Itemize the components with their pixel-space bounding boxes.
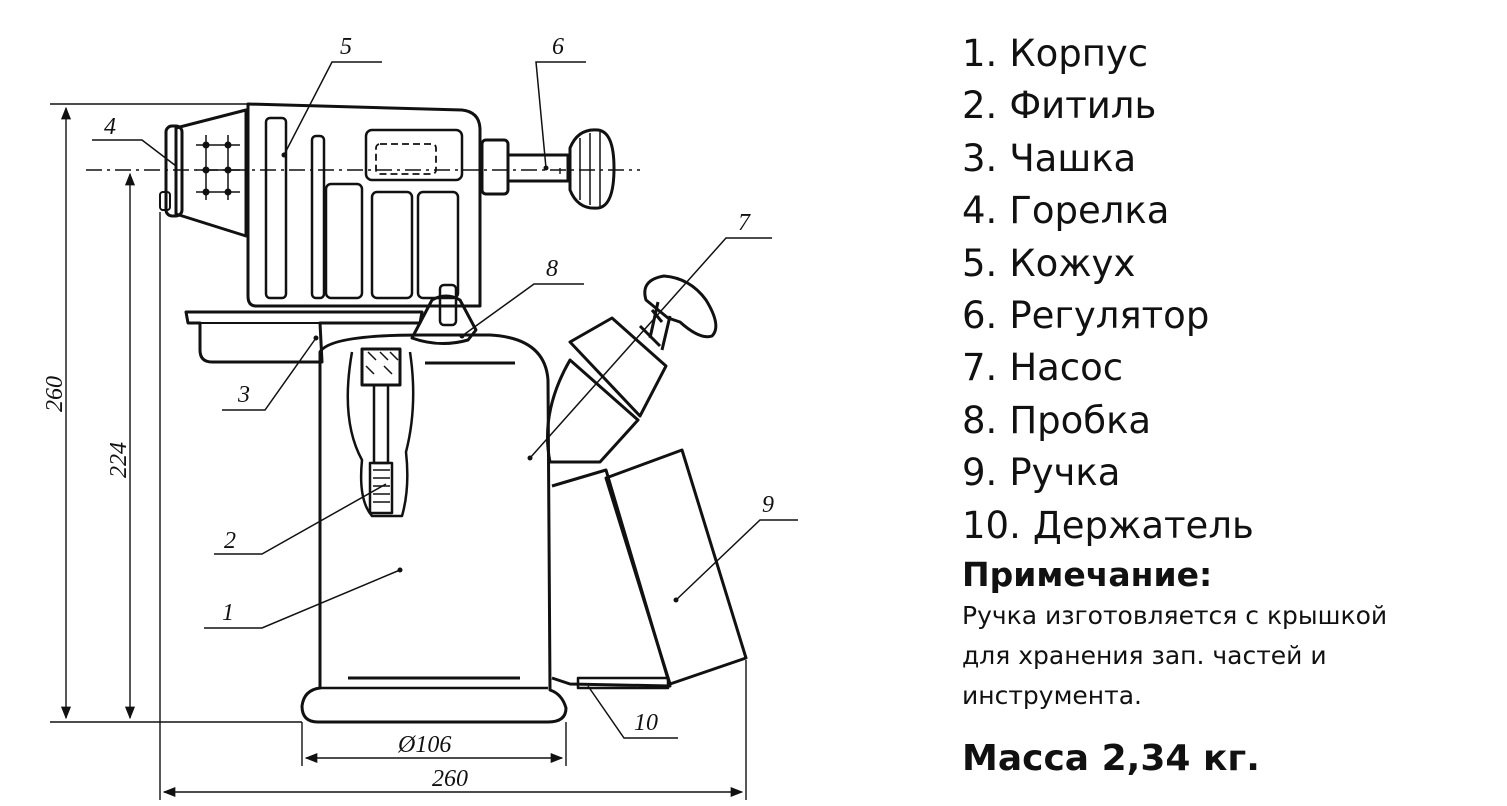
dim-base-diameter: Ø106 [397, 732, 451, 758]
shroud-shape [246, 102, 482, 308]
blowtorch-drawing: 1 2 3 4 5 6 7 8 9 10 260 224 Ø106 260 [42, 34, 798, 800]
note-line-1: Ручка изготовляется с крышкой [962, 601, 1388, 631]
callout-10: 10 [634, 710, 658, 736]
part-item-5: 5.Кожух [962, 238, 1502, 290]
part-number: 9. [962, 451, 998, 495]
regulator-stem [506, 153, 570, 183]
part-name: Фитиль [1009, 84, 1157, 128]
pump-head [568, 316, 668, 418]
part-number: 4. [962, 189, 998, 233]
leader-lines [92, 61, 798, 739]
callout-1: 1 [222, 600, 234, 626]
part-item-7: 7.Насос [962, 342, 1502, 394]
handle-shape [604, 448, 748, 686]
callout-9: 9 [762, 492, 774, 518]
parts-legend: 1. Корпус 2.Фитиль 3.Чашка 4.Горелка 5.Ко… [962, 28, 1502, 779]
regulator-nut [480, 138, 510, 196]
dim-total-width: 260 [432, 766, 468, 792]
callout-2: 2 [224, 528, 236, 554]
part-name: Пробка [1009, 398, 1152, 442]
part-name: Держатель [1032, 503, 1254, 547]
callout-6: 6 [552, 34, 564, 60]
part-number: 2. [962, 84, 998, 128]
note-title: Примечание: [962, 555, 1213, 595]
callout-8: 8 [546, 256, 558, 282]
mass-value: Масса 2,34 кг. [962, 738, 1260, 780]
dim-burner-height: 224 [106, 442, 132, 478]
burner-nozzle [174, 108, 248, 238]
callout-5: 5 [340, 34, 352, 60]
dim-total-height: 260 [42, 376, 68, 412]
part-item-6: 6.Регулятор [962, 290, 1502, 342]
part-number: 1. [962, 32, 998, 75]
part-number: 10. [962, 503, 1021, 547]
part-number: 3. [962, 136, 998, 180]
wick-fiber [368, 461, 394, 515]
part-name: Регулятор [1009, 294, 1210, 338]
part-name: Ручка [1009, 451, 1121, 495]
note-line-2: для хранения зап. частей и [962, 641, 1327, 671]
blowtorch-outline [159, 102, 748, 724]
holder-clip [576, 676, 670, 690]
wick-rod [372, 383, 390, 465]
part-item-2: 2.Фитиль [962, 80, 1502, 132]
part-number: 7. [962, 346, 998, 390]
pump-body [546, 358, 640, 464]
part-item-10: 10.Держатель [962, 500, 1502, 552]
part-number: 6. [962, 294, 998, 338]
part-item-1: 1. Корпус [962, 28, 1502, 80]
part-item-4: 4.Горелка [962, 185, 1502, 237]
callout-7: 7 [738, 210, 751, 236]
part-name: Горелка [1009, 189, 1170, 233]
parts-list: 1. Корпус 2.Фитиль 3.Чашка 4.Горелка 5.Ко… [962, 28, 1502, 552]
part-item-8: 8.Пробка [962, 395, 1502, 447]
part-number: 8. [962, 398, 998, 442]
part-name: Корпус [1009, 32, 1149, 75]
pump-knob [643, 274, 718, 339]
callout-4: 4 [104, 114, 116, 140]
part-item-9: 9.Ручка [962, 447, 1502, 499]
part-name: Чашка [1009, 136, 1137, 180]
wick-cutaway [346, 351, 415, 518]
callout-3: 3 [237, 382, 250, 408]
body-shape [300, 333, 568, 724]
part-number: 5. [962, 241, 998, 285]
regulator-knob [568, 128, 616, 210]
part-name: Кожух [1009, 241, 1136, 285]
part-name: Насос [1009, 346, 1124, 390]
dimensions [50, 103, 747, 800]
part-item-3: 3.Чашка [962, 133, 1502, 185]
note-line-3: инструмента. [962, 681, 1142, 711]
handle-frame [551, 468, 672, 688]
